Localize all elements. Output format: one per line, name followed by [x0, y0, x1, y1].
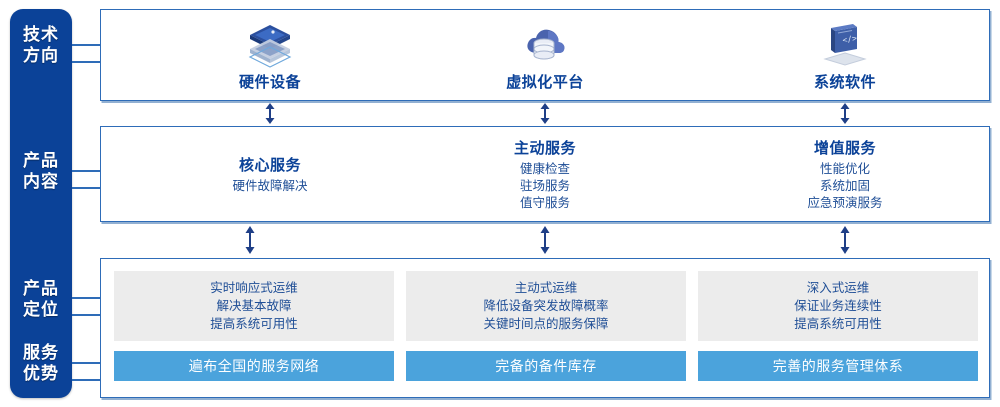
advantage-bar-spare-parts[interactable]: 完备的备件库存 — [406, 351, 686, 381]
rail-label-product-content: 产品 内容 — [10, 150, 72, 192]
content-item: 性能优化 — [819, 161, 870, 176]
content-item: 值守服务 — [519, 195, 570, 210]
positioning-line: 主动式运维 — [514, 281, 578, 295]
rail-label-service-advantage: 服务 优势 — [10, 342, 72, 384]
arrow-core-to-positioning — [243, 226, 257, 254]
arrow-value-to-positioning — [838, 226, 852, 254]
positioning-line: 实时响应式运维 — [210, 281, 298, 295]
rail-label-line1: 产品 — [23, 151, 59, 170]
content-item: 应急预演服务 — [807, 195, 883, 210]
rail-label-line2: 优势 — [23, 364, 59, 383]
connector-tech-lower — [72, 61, 101, 63]
tech-item-label: 硬件设备 — [238, 73, 301, 91]
server-stack-icon — [242, 19, 298, 69]
content-column-core[interactable]: 核心服务 硬件故障解决 — [155, 126, 385, 222]
positioning-box-realtime[interactable]: 实时响应式运维 解决基本故障 提高系统可用性 — [114, 271, 394, 341]
positioning-line: 降低设备突发故障概率 — [483, 299, 609, 313]
positioning-advantage-panel: 实时响应式运维 解决基本故障 提高系统可用性 主动式运维 降低设备突发故障概率 … — [100, 258, 990, 398]
connector-content-upper — [72, 170, 101, 172]
cloud-database-icon — [517, 19, 573, 69]
rail-label-line2: 内容 — [23, 172, 59, 191]
rail-label-line2: 方向 — [23, 46, 59, 65]
positioning-line: 解决基本故障 — [216, 299, 292, 313]
rail-label-line1: 产品 — [23, 279, 59, 298]
rail-label-line1: 服务 — [23, 343, 59, 362]
tech-item-system-software[interactable]: </> 系统软件 — [730, 9, 960, 101]
positioning-box-indepth[interactable]: 深入式运维 保证业务连续性 提高系统可用性 — [698, 271, 978, 341]
arrow-software-to-value — [838, 103, 852, 124]
positioning-box-proactive[interactable]: 主动式运维 降低设备突发故障概率 关键时间点的服务保障 — [406, 271, 686, 341]
connector-positioning-lower — [72, 314, 101, 316]
product-content-panel — [100, 126, 990, 222]
positioning-line: 提高系统可用性 — [794, 317, 882, 331]
content-column-title: 主动服务 — [513, 139, 576, 157]
positioning-line: 深入式运维 — [806, 281, 870, 295]
arrow-proactive-to-positioning — [538, 226, 552, 254]
svg-text:</>: </> — [842, 33, 858, 44]
connector-advantage-lower — [72, 379, 101, 381]
positioning-line: 保证业务连续性 — [794, 299, 882, 313]
connector-positioning-upper — [72, 297, 101, 299]
arrow-hardware-to-core — [263, 103, 277, 124]
positioning-line: 关键时间点的服务保障 — [483, 317, 609, 331]
tech-item-hardware[interactable]: 硬件设备 — [155, 9, 385, 101]
content-column-value-added[interactable]: 增值服务 性能优化 系统加固 应急预演服务 — [730, 126, 960, 222]
content-item: 驻场服务 — [519, 178, 570, 193]
tech-item-virtualization[interactable]: 虚拟化平台 — [430, 9, 660, 101]
rail-label-line1: 技术 — [23, 25, 59, 44]
content-item: 健康检查 — [519, 161, 570, 176]
content-item: 系统加固 — [819, 178, 870, 193]
content-column-title: 核心服务 — [238, 156, 301, 174]
arrow-virtualization-to-proactive — [538, 103, 552, 124]
left-category-rail — [10, 9, 72, 398]
positioning-line: 提高系统可用性 — [210, 317, 298, 331]
connector-content-lower — [72, 187, 101, 189]
content-column-proactive[interactable]: 主动服务 健康检查 驻场服务 值守服务 — [430, 126, 660, 222]
rail-label-tech-direction: 技术 方向 — [10, 24, 72, 66]
connector-tech-upper — [72, 44, 101, 46]
tech-item-label: 虚拟化平台 — [506, 73, 584, 91]
advantage-bar-management-system[interactable]: 完善的服务管理体系 — [698, 351, 978, 381]
content-column-title: 增值服务 — [813, 139, 876, 157]
tech-item-label: 系统软件 — [813, 73, 876, 91]
laptop-code-icon: </> — [817, 19, 873, 69]
rail-label-line2: 定位 — [23, 300, 59, 319]
connector-advantage-upper — [72, 362, 101, 364]
advantage-bar-service-network[interactable]: 遍布全国的服务网络 — [114, 351, 394, 381]
rail-label-product-positioning: 产品 定位 — [10, 278, 72, 320]
content-item: 硬件故障解决 — [232, 178, 308, 193]
